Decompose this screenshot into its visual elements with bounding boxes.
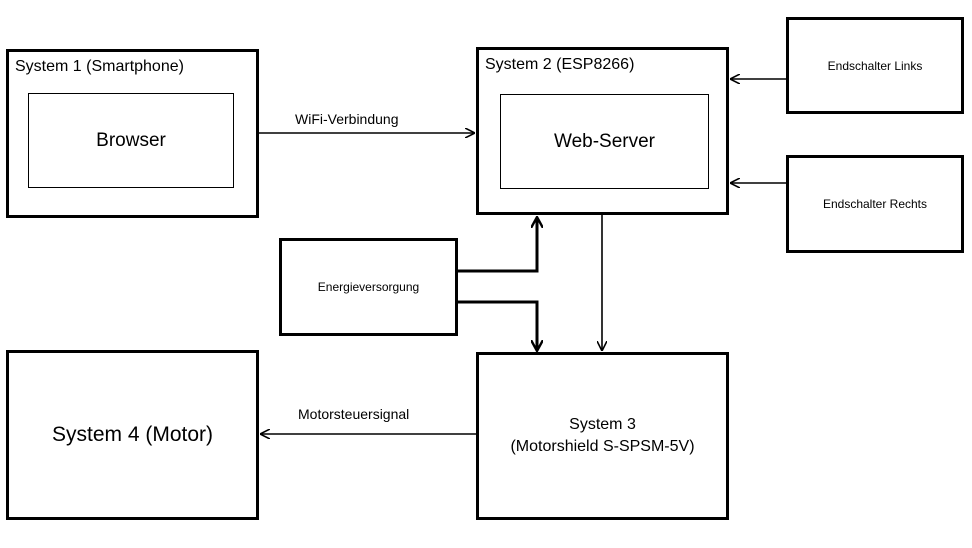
switch-left-label: Endschalter Links <box>827 58 923 73</box>
browser-box: Browser <box>28 93 234 188</box>
power-box: Energieversorgung <box>279 238 458 336</box>
motor-signal-edge-label: Motorsteuersignal <box>298 406 410 422</box>
power-to-system3-arrow <box>458 300 537 350</box>
system3-line1: System 3 <box>569 416 636 433</box>
system2-title: System 2 (ESP8266) <box>485 56 635 73</box>
power-to-system2-arrow <box>458 218 537 273</box>
webserver-box: Web-Server <box>500 94 709 189</box>
system1-box: System 1 (Smartphone) Browser <box>6 49 259 218</box>
system1-title: System 1 (Smartphone) <box>15 58 184 75</box>
switch-right-label: Endschalter Rechts <box>822 197 928 211</box>
power-label: Energieversorgung <box>317 280 420 294</box>
switch-right-box: Endschalter Rechts <box>786 155 964 253</box>
system3-line2: (Motorshield S-SPSM-5V) <box>510 438 695 455</box>
system2-box: System 2 (ESP8266) Web-Server <box>476 47 729 215</box>
browser-label: Browser <box>96 129 166 151</box>
system4-box: System 4 (Motor) <box>6 350 259 520</box>
wifi-edge-label: WiFi-Verbindung <box>295 111 399 127</box>
system4-label: System 4 (Motor) <box>51 423 214 446</box>
webserver-label: Web-Server <box>553 130 655 152</box>
system3-box: System 3 (Motorshield S-SPSM-5V) <box>476 352 729 520</box>
switch-left-box: Endschalter Links <box>786 17 964 114</box>
